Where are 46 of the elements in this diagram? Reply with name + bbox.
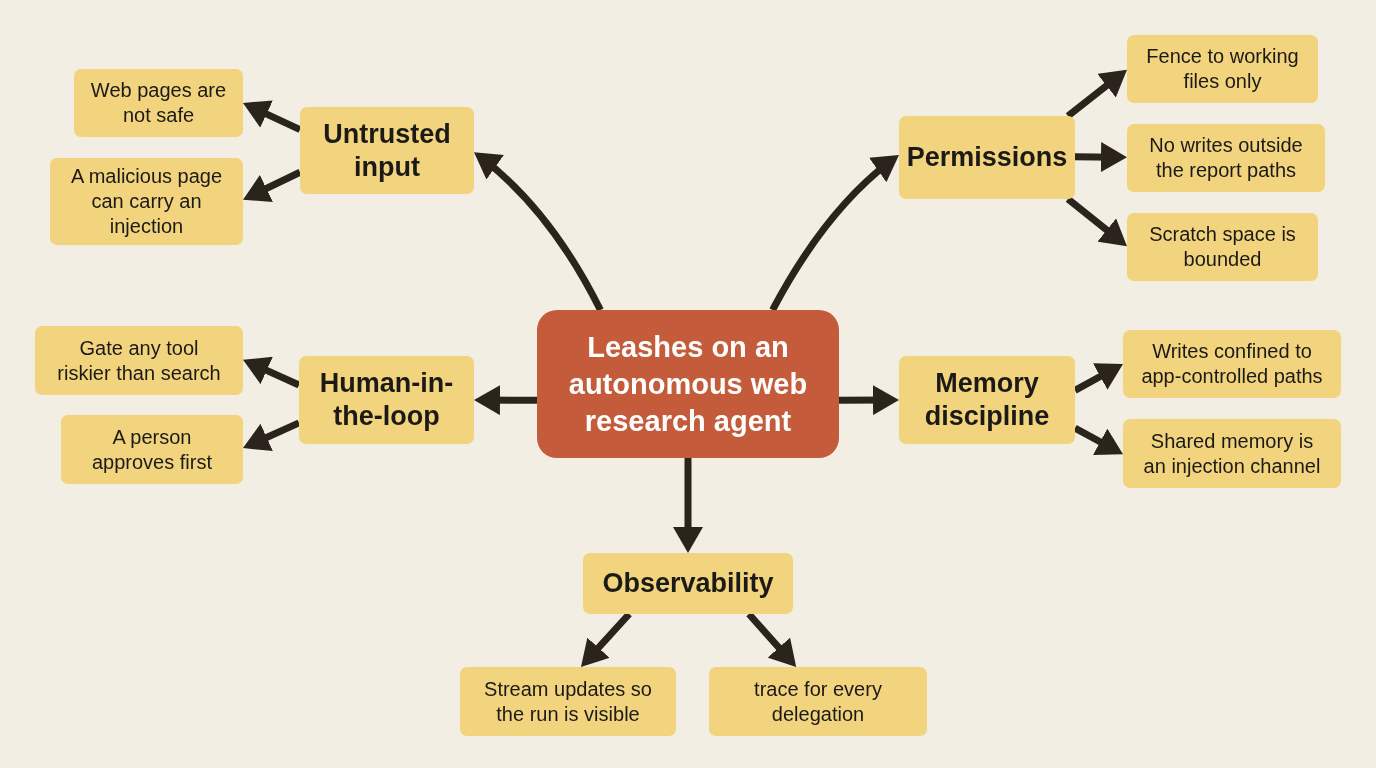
arrow	[1074, 142, 1128, 172]
note-box	[74, 69, 243, 137]
arrow	[673, 458, 703, 553]
note-text: Fence to working files only	[1145, 44, 1300, 94]
note-box	[1127, 124, 1325, 192]
note-box	[460, 667, 676, 736]
note-box	[709, 667, 927, 736]
arrow	[474, 385, 537, 416]
arrow	[241, 169, 302, 203]
arrow	[241, 419, 301, 452]
category-label: Permissions	[906, 141, 1068, 174]
note-box	[1123, 419, 1341, 488]
note-text: Web pages are not safe	[89, 78, 228, 128]
category-label: Memory discipline	[923, 367, 1051, 433]
arrow	[241, 99, 302, 133]
category-label: Observability	[602, 567, 774, 600]
category-label: Human-in-the-loop	[318, 367, 455, 433]
note-text: Gate any tool riskier than search	[56, 335, 222, 386]
category-box	[299, 356, 474, 444]
note-box	[35, 326, 243, 395]
note-box	[1127, 213, 1318, 281]
central-topic-text: Leashes on an autonomous web research agent	[567, 329, 809, 439]
arrow	[1073, 425, 1125, 458]
note-box	[1123, 330, 1341, 398]
category-box	[899, 116, 1075, 199]
arrow	[839, 385, 899, 416]
category-box	[899, 356, 1075, 444]
note-box	[61, 415, 243, 484]
note-text: A person approves first	[90, 424, 214, 475]
arrow	[578, 611, 632, 670]
note-box	[50, 158, 243, 245]
central-topic-box	[537, 310, 839, 458]
note-text: No writes outside the report paths	[1148, 133, 1304, 183]
note-text: trace for every delegation	[753, 676, 883, 727]
note-text: Shared memory is an injection channel	[1142, 428, 1322, 479]
category-box	[583, 553, 793, 614]
category-label: Untrusted input	[322, 117, 452, 184]
note-text: A malicious page can carry an injection	[69, 164, 224, 239]
note-box	[1127, 35, 1318, 103]
category-box	[300, 107, 474, 194]
arrow	[241, 356, 301, 389]
arrow	[746, 611, 799, 670]
arrow	[1073, 360, 1125, 394]
note-text: Writes confined to app-controlled paths	[1140, 339, 1324, 389]
note-text: Stream updates so the run is visible	[483, 676, 653, 727]
note-text: Scratch space is bounded	[1148, 222, 1297, 272]
